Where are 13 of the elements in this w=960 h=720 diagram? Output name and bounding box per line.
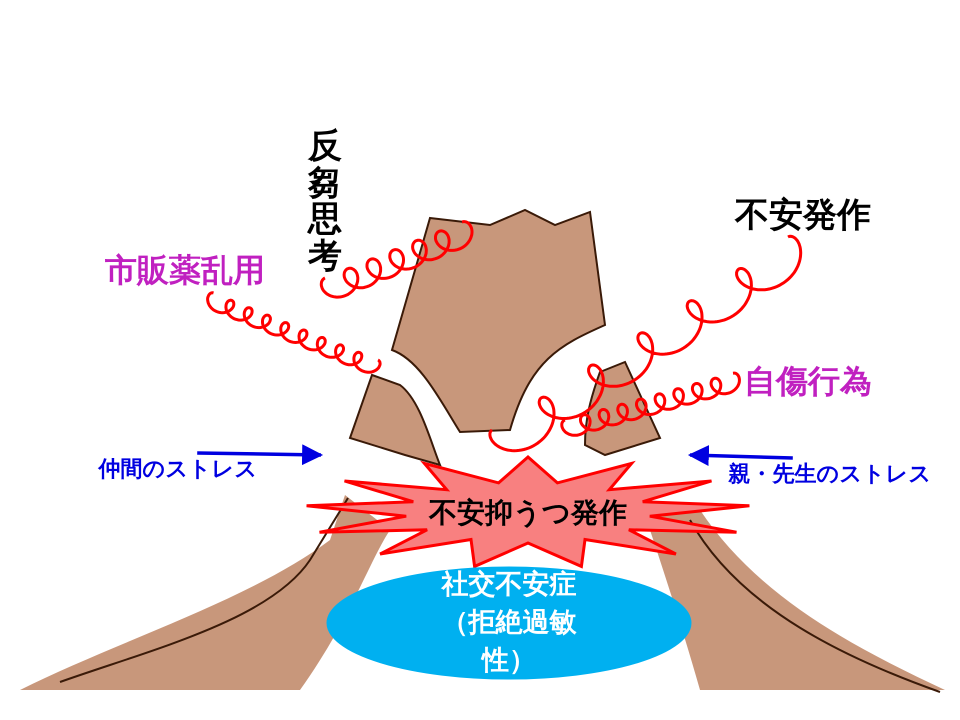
curly-line (206, 291, 382, 374)
label-text: 市販薬乱用 (90, 249, 280, 293)
label-text: 自傷行為 (733, 360, 883, 404)
ellipse-node: 社交不安症（拒絶過敏性） (326, 566, 692, 680)
curly-line (320, 220, 474, 299)
label-text: 仲間のストレス (82, 453, 274, 485)
label-text: 不安発作 (728, 193, 878, 237)
curly-line (560, 372, 741, 437)
arrow (197, 444, 324, 466)
label-text: 反芻思考 (303, 128, 347, 278)
label-text: 親・先生のストレス (706, 458, 954, 490)
curly-line (488, 234, 802, 452)
arrow (688, 445, 793, 466)
